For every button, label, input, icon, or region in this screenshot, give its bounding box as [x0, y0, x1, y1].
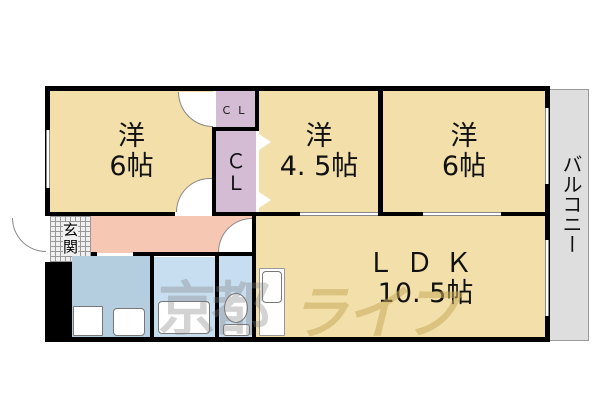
- ldk-type-label: ＬＤＫ: [367, 247, 484, 279]
- sliding-door-room-2[interactable]: [300, 212, 378, 216]
- washing-machine-pan: [73, 306, 103, 336]
- room-type-label: 洋: [305, 120, 333, 152]
- sliding-door-room-3[interactable]: [423, 212, 501, 216]
- wall-middle-right: [501, 212, 550, 216]
- room-size-label: 4. 5帖: [279, 150, 359, 182]
- western-room-2: 洋 4. 5帖: [259, 91, 379, 212]
- closet-door-2[interactable]: [259, 192, 271, 208]
- outer-wall-left-lower: [45, 262, 72, 342]
- window-room-3: [545, 108, 549, 184]
- entrance: 玄 関: [50, 216, 91, 262]
- wall-hallway-bottom-1: [91, 252, 97, 256]
- watermark-life: ライフ: [290, 279, 460, 347]
- bathtub: [158, 301, 210, 334]
- closet-small: ＣＬ: [216, 91, 256, 128]
- closet-tall-label-top: Ｃ: [226, 148, 246, 173]
- window-ldk: [545, 240, 549, 316]
- wall-hallway-bottom-2: [133, 252, 256, 256]
- room-size-label: 6帖: [441, 150, 487, 182]
- wall-room2-room3: [378, 86, 383, 216]
- window-room-1: [46, 130, 50, 188]
- ldk: ＬＤＫ 10. 5帖: [256, 216, 545, 337]
- entry-door[interactable]: [12, 218, 46, 252]
- wall-middle-room3: [378, 212, 423, 216]
- outer-wall-top: [45, 86, 550, 91]
- western-room-3: 洋 6帖: [383, 91, 545, 212]
- wall-wash-bath: [150, 256, 154, 338]
- entrance-label-bottom: 関: [62, 238, 78, 256]
- kitchen-sink: [262, 271, 282, 303]
- wall-toilet-ldk: [252, 252, 256, 338]
- wall-cl-divider: [212, 127, 260, 131]
- closet-tall: Ｃ Ｌ: [216, 131, 256, 212]
- ldk-size-label: 10. 5帖: [377, 277, 474, 309]
- watermark-kyoto: 京都: [158, 275, 270, 343]
- wall-bath-toilet: [215, 252, 219, 338]
- closet-tall-label-bottom: Ｌ: [226, 170, 246, 195]
- wall-cl-right: [255, 86, 259, 131]
- wall-hallway-ldk: [252, 212, 256, 252]
- toilet-tank: [223, 324, 250, 336]
- toilet-bowl: [224, 293, 248, 323]
- balcony: バルコニー: [548, 89, 589, 341]
- room-size-label: 6帖: [109, 150, 154, 182]
- outer-wall-bottom: [45, 337, 550, 342]
- room-type-label: 洋: [450, 120, 478, 152]
- closet-door-1[interactable]: [259, 134, 271, 150]
- wall-middle-room2: [255, 212, 300, 216]
- washbasin: [113, 308, 145, 336]
- balcony-label: バルコニー: [559, 154, 583, 254]
- entrance-label-top: 玄: [62, 221, 78, 239]
- wall-middle-left: [45, 212, 175, 216]
- closet-small-label: ＣＬ: [221, 103, 251, 117]
- wall-middle-cl: [212, 212, 259, 216]
- wall-room1-cl: [212, 130, 216, 217]
- room-type-label: 洋: [118, 120, 145, 152]
